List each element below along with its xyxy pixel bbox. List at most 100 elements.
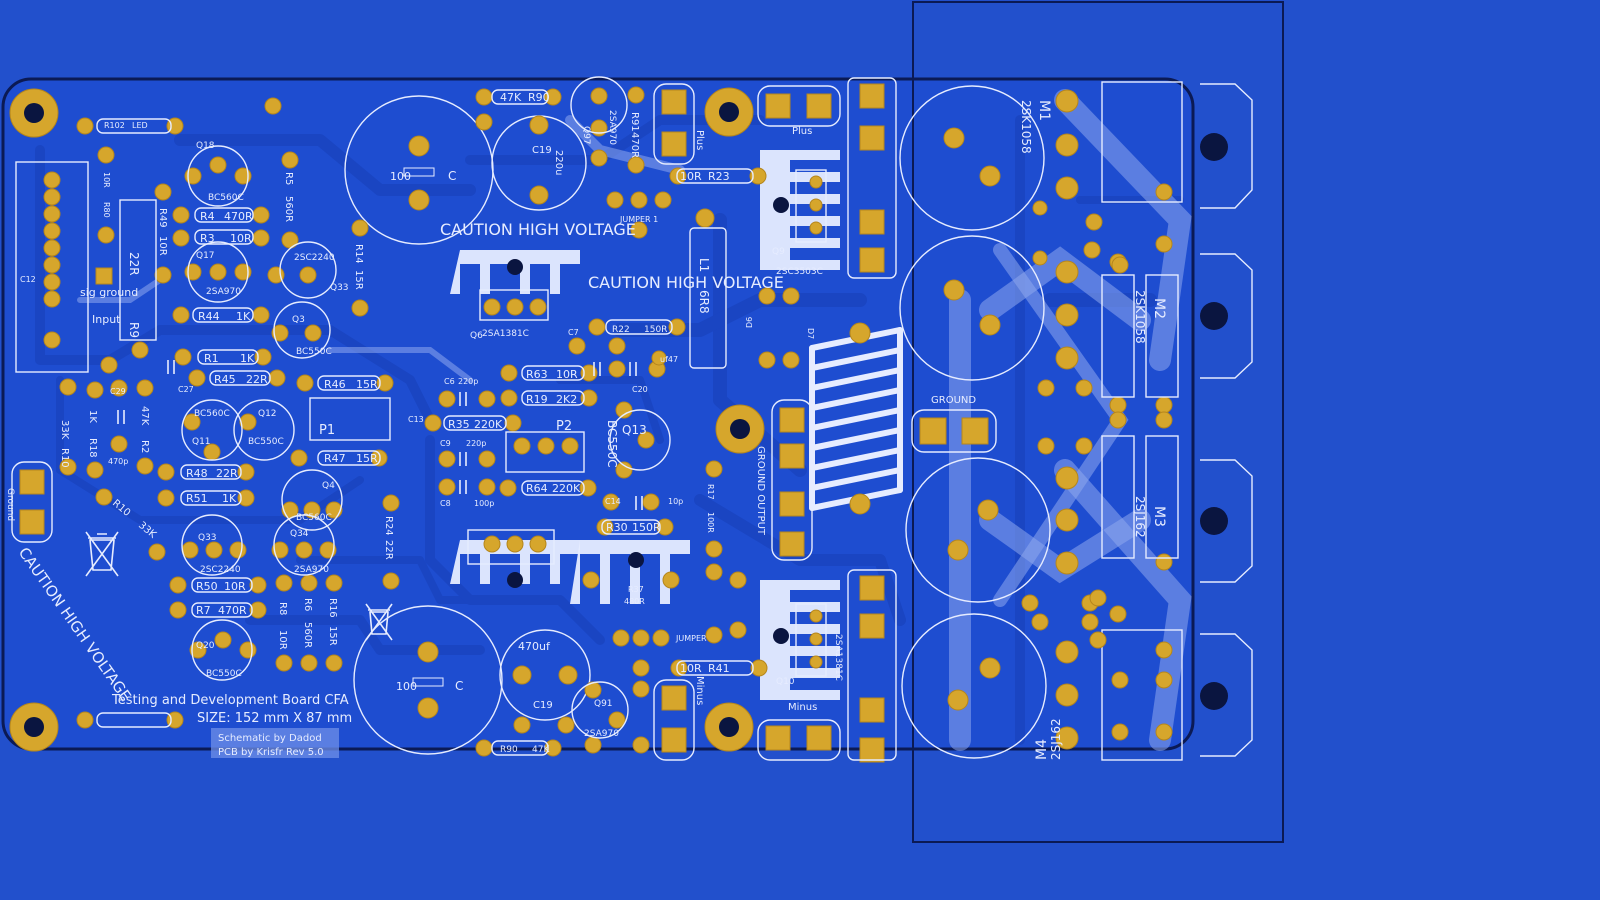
resistor-value: 470R [218,604,247,617]
credits-box [211,728,339,758]
resistor-value: 15R [356,452,378,465]
resistor-value: 10R [556,368,578,381]
warning-label: CAUTION HIGH VOLTAGE [588,273,784,292]
transistor-part: BC560C [194,409,230,419]
cap-value: 100 [390,170,411,183]
resistor-label: R45 [214,373,236,386]
left-labels: 33K R10 1K R18 47K R2 C29 C27 C12 470p R… [20,172,194,468]
mosfet-m3-label: M3 [1151,506,1167,527]
mosfet-resistors [1101,81,1183,761]
transistor-name: Q18 [196,141,215,151]
resistor-value: 220K [474,418,503,431]
cap-name: C13 [408,415,424,424]
transistor-part: BC550C [248,437,284,447]
inductor-label: L1 [697,258,711,272]
minus-label: Minus [694,676,705,705]
resistor-label: R51 [186,492,208,505]
transistor-name: Q6 [470,331,483,341]
cap-value: 470uf [518,640,551,653]
label: 33K [59,420,70,440]
resistor-label: R91 [629,112,640,132]
transistor-name: Q12 [258,409,277,419]
transistor-part: BC560C [208,193,244,203]
mosfet-m2-part: 2SK1058 [1133,290,1147,344]
transistor-part: 2SA970 [294,565,329,575]
resistor-label: R1 [204,352,219,365]
connector-outlines [11,77,997,761]
resistor-value: 47K [532,745,550,755]
resistor-label: R16 [327,598,338,618]
small-capacitor-bodies [117,360,643,510]
cap-value: 220u [553,150,564,175]
cap-value: 100p [474,499,494,508]
cap-name: C6 [444,377,455,386]
label: 10R [102,172,111,188]
resistor-value: 150R [644,325,667,335]
transistor-part: 2SA1381C [833,634,843,681]
plus-label: Plus [694,130,705,150]
ground-output-label: GROUND OUTPUT [755,446,766,536]
resistor-label: R64 [526,482,548,495]
resistor-value: LED [132,121,148,130]
resistor-value: 220K [552,482,581,495]
transistor-part: BC560C [296,513,332,523]
input-label: Input [92,313,121,326]
driver-heatsinks [450,150,840,700]
resistor-value: 15R [353,270,364,290]
resistor-label: R8 [277,602,288,615]
transistor-name: Q4 [322,481,335,491]
transistor-name: Q11 [192,437,211,447]
mounting-holes [9,87,765,752]
transistor-name: Q3 [292,315,305,325]
transistor-part: BC550C [206,669,242,679]
transistor-name: Q10 [776,677,795,687]
inductor-value: 6R8 [697,290,711,314]
cap-name: C14 [605,497,621,506]
plus-label: Plus [792,126,812,137]
transistor-name: Q9 [772,247,785,257]
transistor-part: 2SC3503C [776,267,823,277]
label: R9 [127,322,141,338]
diode-label: D7 [806,328,815,339]
resistor-value: 15R [356,378,378,391]
resistor-bodies [96,89,754,756]
transistor-part: 2SA970 [206,287,241,297]
cap-name: C7 [568,328,579,337]
resistor-value: 2K2 [556,393,577,406]
transistor-part: 2SC2240 [294,253,335,263]
resistor-label: R63 [526,368,548,381]
resistor-label: R3 [200,232,215,245]
resistor-label: R47 [324,452,346,465]
transistor-part: 2SA970 [607,110,617,145]
resistor-label: R17 [706,484,715,500]
resistor-value: 22R [383,540,394,560]
label: R80 [102,202,111,218]
transistor-labels: Q18 BC560C Q17 2SA970 Q33 2SC2240 Q3 BC5… [192,110,843,739]
cap-value: 10p [668,497,683,506]
pcb-credit: PCB by Krisfr Rev 5.0 [218,747,324,758]
cap-value: 100 [396,680,417,693]
resistor-label: R102 [104,121,125,130]
capacitor-large-3: 100 C [353,605,503,755]
jumper1-label: JUMPER 1 [619,215,658,224]
resistor-label: R50 [196,580,218,593]
transistor-name: Q91 [594,699,613,709]
resistor-label: R19 [526,393,548,406]
resistor-label: R14 [353,244,364,264]
label: R49 [157,208,168,228]
label: 470p [108,457,128,466]
resistor-label: R23 [708,170,730,183]
label: 47K [139,406,150,426]
square-pads [19,83,989,763]
transistor-part: 2SA970 [584,729,619,739]
board-size: SIZE: 152 mm X 87 mm [197,711,352,726]
svg-text:C: C [448,169,456,183]
resistor-value: 560R [302,622,313,648]
pcb-board [1,77,1195,751]
resistor-label: R30 [606,521,628,534]
svg-text:C: C [455,679,463,693]
resistor-label: R46 [324,378,346,391]
capacitor-large-2: C19 220u [491,115,587,211]
capacitor-large-4: 470uf C19 [499,629,591,721]
